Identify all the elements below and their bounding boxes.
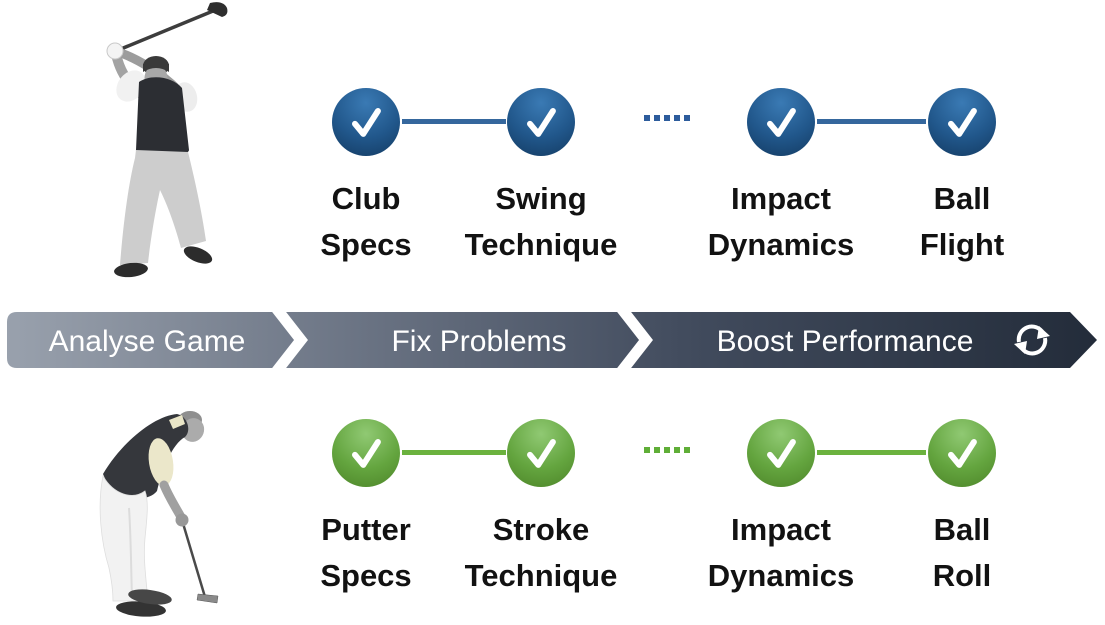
step-label: Club Specs <box>320 181 412 262</box>
golfer-pants <box>99 474 149 602</box>
golfer-pants <box>120 150 206 265</box>
golfer-shoes <box>114 246 213 278</box>
step-impact-dynamics: Impact Dynamics <box>686 88 876 268</box>
banner-chevron-divider <box>271 311 308 369</box>
connector-dotted <box>644 447 690 453</box>
golfer-collar <box>169 415 185 429</box>
banner-stage-fix: Fix Problems <box>391 325 566 358</box>
putt-golfer-figure <box>99 411 219 617</box>
golf-club <box>115 2 228 53</box>
golfer-vest <box>135 77 189 157</box>
golfer-shoes <box>116 589 172 617</box>
step-label: Swing Technique <box>464 181 618 262</box>
golfer-arm <box>159 480 189 527</box>
checkmark-icon <box>747 419 815 487</box>
banner-stage-analyse: Analyse Game <box>49 325 246 358</box>
golfer-vest <box>103 414 189 499</box>
step-stroke-technique: Stroke Technique <box>446 419 636 599</box>
swing-golfer-figure <box>106 2 228 278</box>
putter-club <box>180 519 219 604</box>
step-label: Putter Specs <box>320 512 412 593</box>
step-label: Stroke Technique <box>464 512 618 593</box>
connector-line <box>402 119 506 124</box>
refresh-cycle-icon <box>1014 324 1050 356</box>
checkmark-icon <box>747 88 815 156</box>
step-label: Ball Flight <box>919 181 1005 262</box>
step-label: Impact Dynamics <box>707 181 855 262</box>
checkmark-icon <box>507 419 575 487</box>
golfer-sleeve <box>148 438 174 486</box>
checkmark-icon <box>928 419 996 487</box>
connector-line <box>817 119 926 124</box>
step-swing-technique: Swing Technique <box>446 88 636 268</box>
checkmark-icon <box>928 88 996 156</box>
connector-line <box>817 450 926 455</box>
step-putter-specs: Putter Specs <box>271 419 461 599</box>
checkmark-icon <box>507 88 575 156</box>
checkmark-icon <box>332 419 400 487</box>
connector-dotted <box>644 115 690 121</box>
connector-line <box>402 450 506 455</box>
checkmark-icon <box>332 88 400 156</box>
step-ball-flight: Ball Flight <box>867 88 1057 268</box>
golf-glove <box>106 42 124 60</box>
step-impact-dynamics: Impact Dynamics <box>686 419 876 599</box>
process-banner: Analyse Game Fix Problems Boost Performa… <box>7 311 1097 369</box>
step-ball-roll: Ball Roll <box>867 419 1057 599</box>
step-club-specs: Club Specs <box>271 88 461 268</box>
step-label: Impact Dynamics <box>707 512 855 593</box>
banner-stage-boost: Boost Performance <box>717 325 974 358</box>
banner-arrow-shape <box>7 312 1097 368</box>
step-label: Ball Roll <box>932 512 992 593</box>
banner-chevron-divider <box>616 311 653 369</box>
